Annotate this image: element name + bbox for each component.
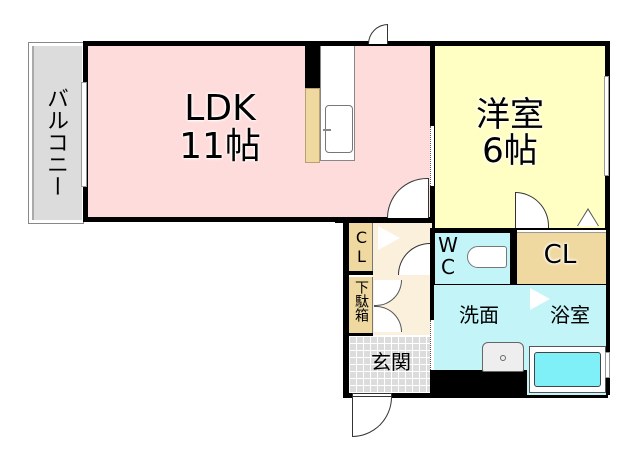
western-name: 洋室 <box>476 95 544 135</box>
window-western <box>604 76 609 176</box>
closet-right <box>513 228 610 288</box>
entrance-label: 玄関 <box>371 350 411 374</box>
closet-left <box>349 223 373 273</box>
door-washroom-icon[interactable] <box>430 320 434 370</box>
front-door-swing-icon[interactable] <box>352 397 392 437</box>
western-label: 洋室 6帖 <box>455 95 565 171</box>
washbasin-icon <box>482 342 524 372</box>
washroom-label: 洗面 <box>459 303 499 327</box>
western-size: 6帖 <box>482 130 538 171</box>
window-bathroom <box>605 352 610 378</box>
front-door[interactable] <box>352 393 392 397</box>
hall-wall-left <box>343 217 349 397</box>
entrance <box>349 336 433 394</box>
kitchen-wall <box>305 46 320 88</box>
balcony: バルコニー <box>28 42 84 224</box>
toilet-icon <box>467 246 507 268</box>
shoe-box-label: 下駄箱 <box>353 280 369 322</box>
bathtub-area <box>529 346 606 393</box>
ldk-name: LDK <box>184 88 256 129</box>
wc-label: WC <box>438 234 460 278</box>
window-balcony <box>81 82 87 187</box>
closet-right-label: CL <box>543 240 577 270</box>
hall-wall-top <box>335 217 435 223</box>
room-ldk <box>83 41 435 222</box>
shoe-box <box>349 277 373 335</box>
bathtub-icon <box>534 352 601 387</box>
entrance-wall-bottom <box>343 393 608 398</box>
bathroom-label: 浴室 <box>550 303 590 327</box>
ldk-size: 11帖 <box>179 125 261 167</box>
closet-left-label: CL <box>352 228 371 266</box>
ldk-label: LDK 11帖 <box>150 90 290 166</box>
balcony-label: バルコニー <box>43 87 68 197</box>
kitchen-area <box>320 46 355 161</box>
wc-label-text: WC <box>438 233 458 279</box>
door-top-icon[interactable] <box>368 24 388 44</box>
sliding-door-ldk-western[interactable] <box>430 126 434 186</box>
kitchen-counter <box>305 88 320 163</box>
